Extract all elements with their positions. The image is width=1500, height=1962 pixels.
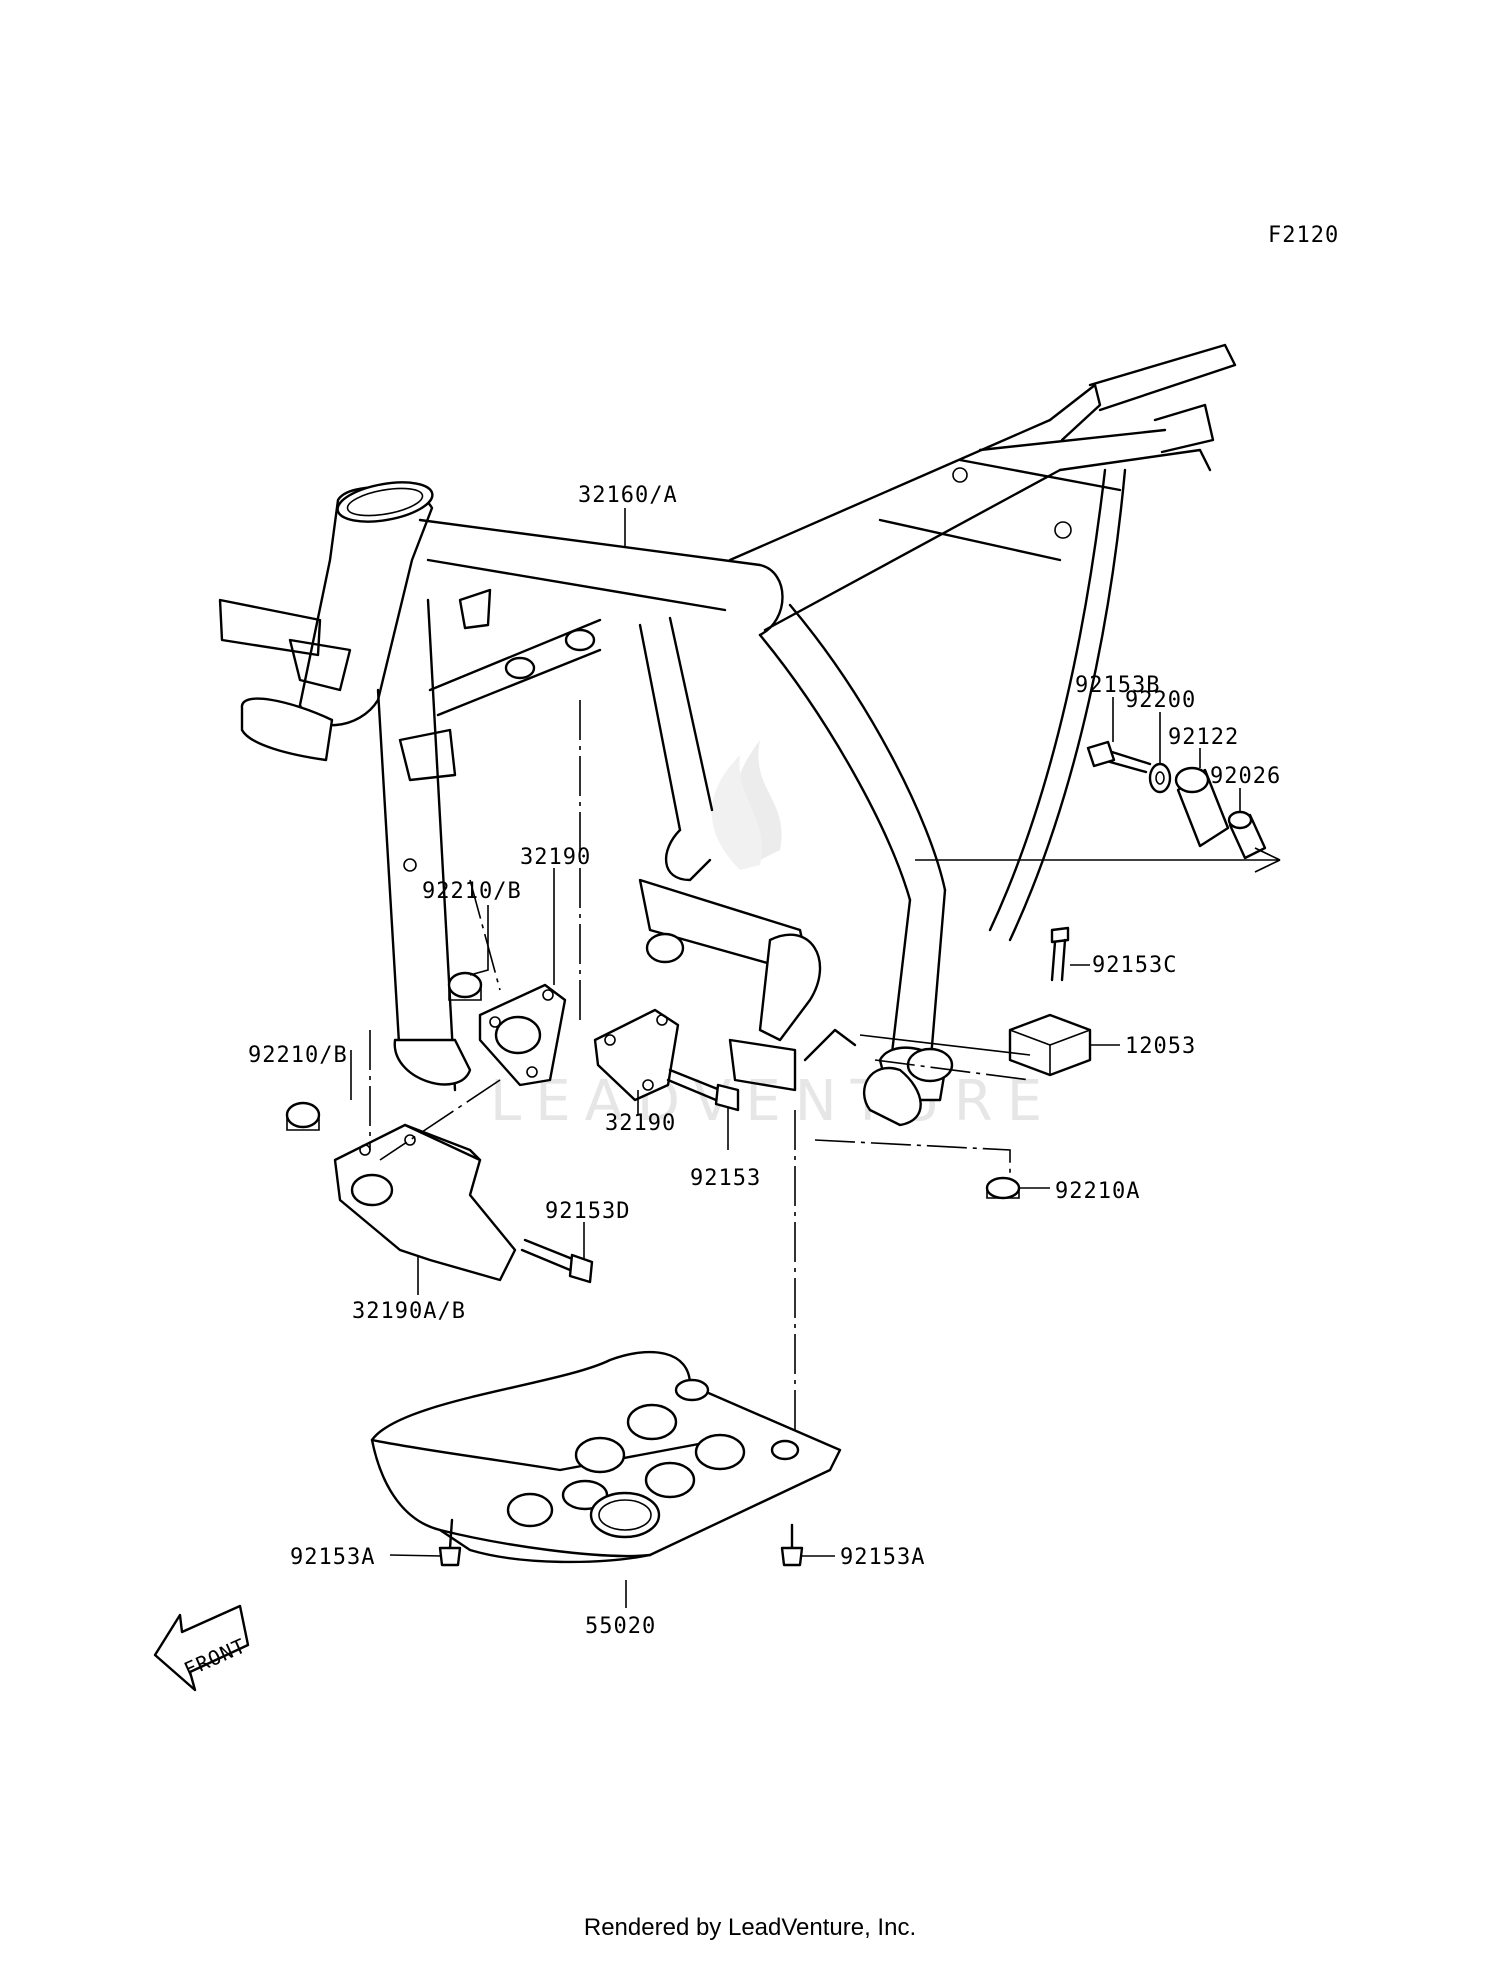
footer-credit: Rendered by LeadVenture, Inc. — [583, 1914, 917, 1941]
watermark-logo — [711, 740, 782, 870]
bolt-92153b[interactable] — [1086, 740, 1152, 774]
bolt-92153d[interactable] — [520, 1238, 594, 1284]
nut-92210b-left[interactable] — [285, 1101, 321, 1131]
bolt-92153[interactable] — [666, 1068, 740, 1112]
label-92153b: 92153B — [1075, 673, 1160, 698]
nut-92210b-upper[interactable] — [447, 971, 483, 1001]
front-arrow-icon: FRONT — [153, 1604, 250, 1692]
washer-92200[interactable] — [1148, 762, 1172, 794]
label-92153: 92153 — [690, 1166, 761, 1191]
label-92153a-left: 92153A — [290, 1545, 375, 1570]
label-32190-lower: 32190 — [605, 1111, 676, 1136]
bolt-92153c[interactable] — [1050, 926, 1070, 982]
frame-32160[interactable] — [218, 343, 1237, 1127]
label-32160a: 32160/A — [578, 483, 678, 508]
label-92153a-right: 92153A — [840, 1545, 925, 1570]
label-55020: 55020 — [585, 1614, 656, 1639]
watermark-text: LEADVENTURE — [490, 1069, 1056, 1134]
label-92153c: 92153C — [1092, 953, 1177, 978]
label-92200: 92200 — [1125, 688, 1196, 713]
label-92210b-upper: 92210/B — [422, 879, 522, 904]
sleeve-92026[interactable] — [1227, 810, 1267, 860]
skid-plate-55020[interactable] — [370, 1350, 842, 1564]
bolt-92153a-left[interactable] — [438, 1518, 462, 1567]
label-92210a: 92210A — [1055, 1179, 1140, 1204]
nut-92210a[interactable] — [985, 1176, 1021, 1200]
collar-92122[interactable] — [1174, 766, 1230, 848]
bolt-92153a-right[interactable] — [780, 1523, 804, 1567]
bracket-32190ab[interactable] — [333, 1123, 517, 1282]
label-12053: 12053 — [1125, 1034, 1196, 1059]
label-32190ab: 32190A/B — [352, 1299, 466, 1324]
label-92153d: 92153D — [545, 1199, 630, 1224]
label-92122: 92122 — [1168, 725, 1239, 750]
bracket-32190-upper[interactable] — [478, 983, 567, 1087]
label-32190-upper: 32190 — [520, 845, 591, 870]
label-92210b-left: 92210/B — [248, 1043, 348, 1068]
bracket-32190-lower[interactable] — [593, 1008, 680, 1102]
leader-lines — [350, 508, 1241, 1608]
label-92026: 92026 — [1210, 764, 1281, 789]
damper-12053[interactable] — [1008, 1013, 1092, 1077]
diagram-code: F2120 — [1268, 223, 1339, 248]
